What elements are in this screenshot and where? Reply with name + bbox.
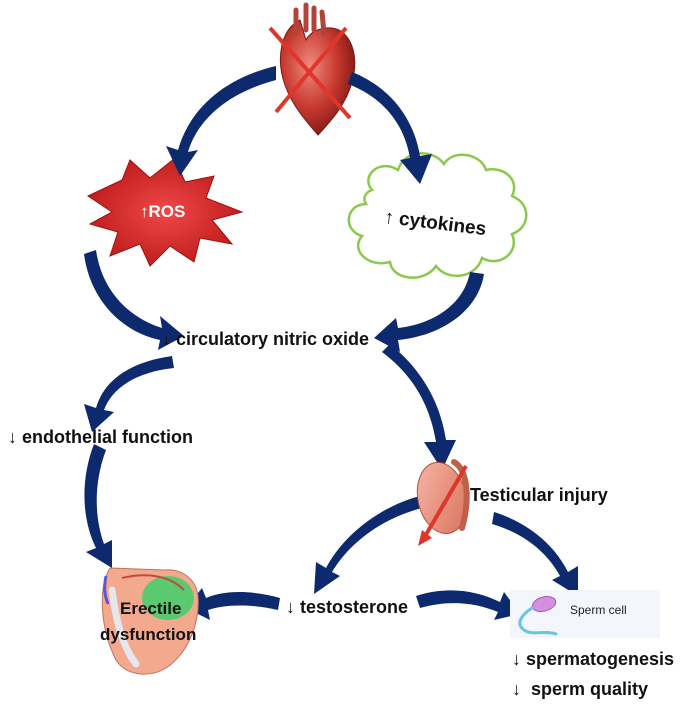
heart-icon — [268, 2, 356, 136]
testicular-injury-label: Testicular injury — [470, 485, 608, 505]
spermatogenesis-label: ↓ spermatogenesis — [512, 649, 675, 669]
arrow-no-to-testicular — [382, 344, 456, 470]
arrow-ros-to-no — [84, 250, 184, 350]
sperm-quality-label: ↓ sperm quality — [512, 679, 649, 699]
endothelial-label: ↓ endothelial function — [8, 427, 193, 447]
cytokines-cloud-shape — [347, 152, 528, 279]
sperm-cell-label: Sperm cell — [570, 603, 627, 617]
flow-arrows — [84, 66, 578, 620]
erectile-label: Erectile — [120, 599, 182, 618]
testosterone-label: ↓ testosterone — [286, 597, 409, 617]
sperm-cell-icon — [510, 590, 660, 638]
arrow-heart-to-cytokines — [348, 72, 432, 184]
arrow-testicular-to-testosterone — [314, 494, 430, 594]
ros-burst-shape — [86, 157, 244, 267]
arrow-cytokines-to-no — [374, 272, 484, 352]
arrow-testicular-to-sperm — [492, 512, 578, 596]
penis-anatomy-icon — [101, 567, 199, 675]
nitric-oxide-label: ↓ circulatory nitric oxide — [162, 329, 370, 349]
arrow-testosterone-to-erectile — [186, 588, 280, 620]
arrow-heart-to-ros — [166, 66, 276, 176]
dysfunction-label: dysfunction — [100, 625, 197, 644]
arrow-testosterone-to-sperm — [416, 590, 520, 620]
testis-icon — [416, 459, 470, 546]
ros-label: ↑ROS — [140, 202, 186, 221]
arrow-no-to-endothelial — [84, 356, 174, 432]
arrow-endothelial-to-erectile — [84, 444, 112, 568]
